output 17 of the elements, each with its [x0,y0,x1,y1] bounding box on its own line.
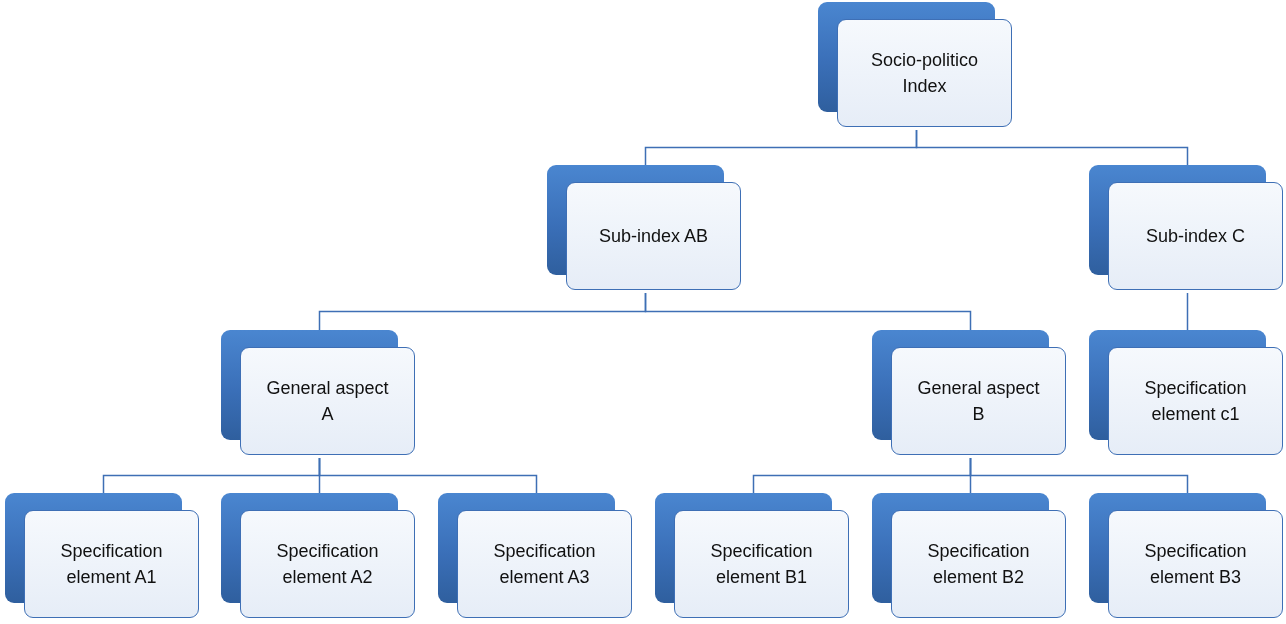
connector-line [969,457,1189,494]
node-label: Specification element B2 [926,540,1031,589]
node-label: Socio-politico Index [869,49,980,98]
node-label: General aspect B [916,377,1041,426]
node-label: Specification element c1 [1143,377,1248,426]
node-label: Specification element A3 [492,540,597,589]
connector-line [915,129,1189,166]
node-label: Sub-index AB [598,225,709,248]
node-label: Specification element A2 [275,540,380,589]
node-label: Specification element A1 [59,540,164,589]
connector-line [1186,292,1189,331]
connector-line [318,457,538,494]
node-label: Sub-index C [1145,225,1246,248]
node-label: General aspect A [265,377,390,426]
node-label: Specification element B3 [1143,540,1248,589]
connector-line [644,292,972,331]
node-label: Specification element B1 [709,540,814,589]
